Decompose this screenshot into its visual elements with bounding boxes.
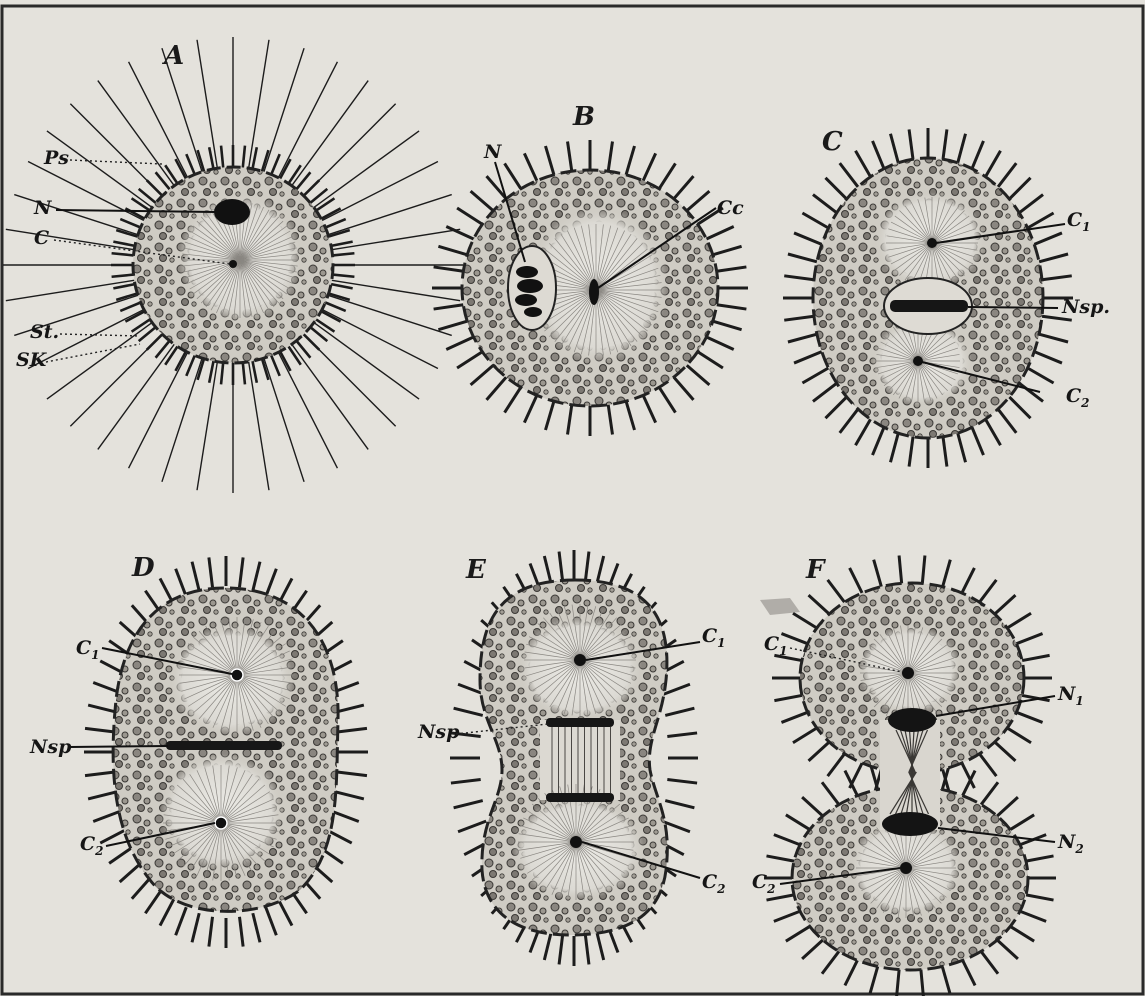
nucleus-n1-f [888,708,936,732]
label-ps: Ps [43,147,69,169]
leader-nsp-c [968,307,1058,308]
daughter-plate-upper-e [546,718,614,727]
label-nsp-e: Nsp [417,721,460,743]
leader-nsp-d [70,746,168,747]
nucleus-a [214,199,250,225]
centrosome-c1 [927,238,937,248]
daughter-plate-lower-e [546,793,614,802]
centrosome-a [229,260,237,268]
label-nsp-c: Nsp. [1061,296,1110,318]
panel-a: A Ps N C St. SK [3,37,463,493]
label-c-a: C [34,227,49,249]
clear-zone-lower-d [160,754,284,870]
panel-letter-d: D [131,553,155,583]
centrosome-e2 [570,836,582,848]
chromosome-plate-c [890,300,968,312]
centrosome-d1 [231,669,243,681]
label-st: St. [30,321,59,343]
centrosome-b [589,279,599,305]
label-cc: Cc [717,197,744,219]
label-n-a: N [33,197,52,219]
panel-letter-e: E [465,555,487,585]
centrosome-d2 [215,817,227,829]
centrosome-f1 [902,667,914,679]
panel-letter-b: B [572,102,595,132]
label-sk: SK [16,349,48,371]
panel-letter-a: A [161,41,184,71]
centrosome-f2 [900,862,912,874]
label-n-b: N [483,141,502,163]
chromosome-plate-d [166,741,282,750]
centrosome-e1 [574,654,586,666]
centrosome-c2 [913,356,923,366]
label-nsp-d: Nsp [29,736,72,758]
nucleus-n2-f [882,812,938,836]
panel-letter-c: C [822,127,843,157]
panel-letter-f: F [805,555,826,585]
